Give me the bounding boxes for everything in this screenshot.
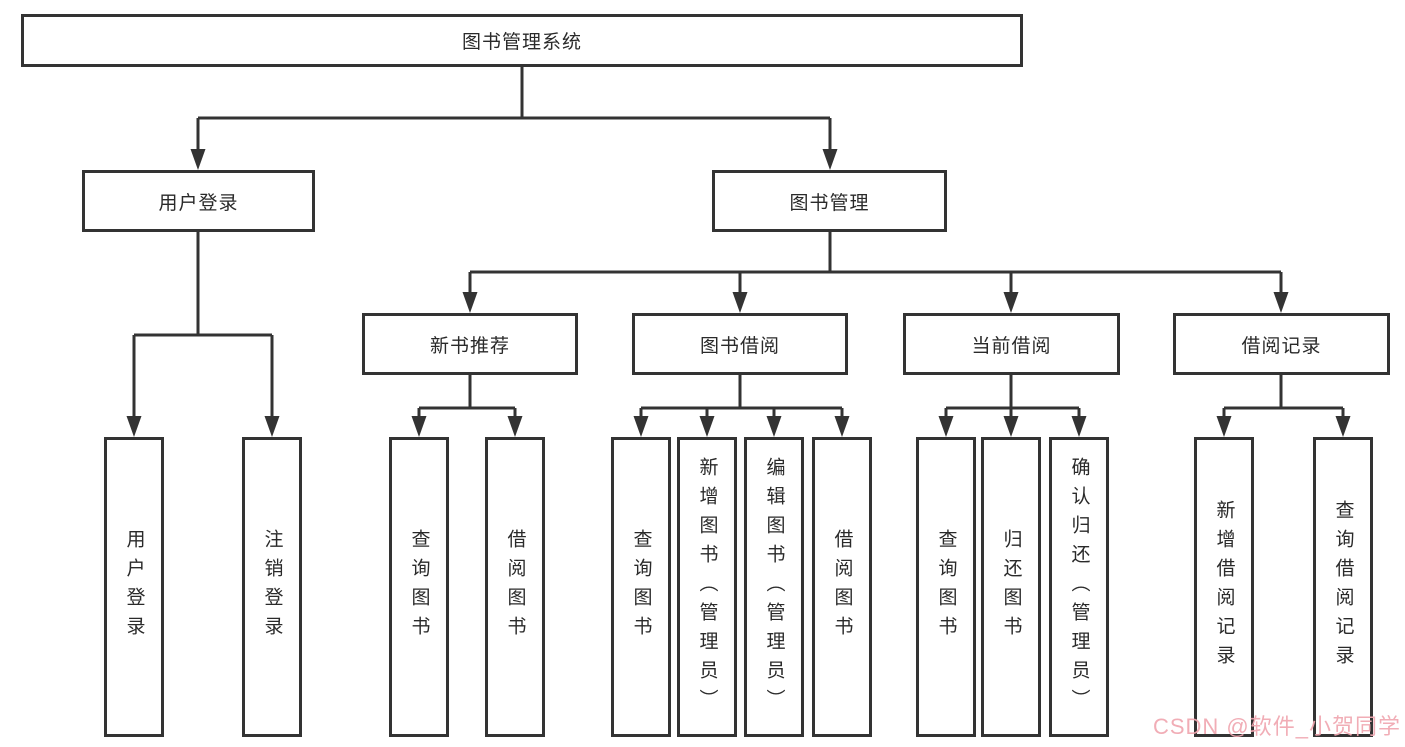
leaf-borrow-books: 借阅图书	[812, 437, 872, 737]
leaf-label: 查询图书	[630, 529, 652, 645]
leaf-label: 查询图书	[935, 529, 957, 645]
leaf-query-books: 查询图书	[916, 437, 976, 737]
leaf-label: 编辑图书（管理员）	[763, 456, 785, 718]
leaf-label: 注销登录	[261, 529, 283, 645]
leaf-query-borrow-record: 查询借阅记录	[1313, 437, 1373, 737]
node-book-borrowing: 图书借阅	[632, 313, 848, 375]
node-label: 用户登录	[158, 192, 239, 214]
leaf-borrow-books: 借阅图书	[485, 437, 545, 737]
leaf-label: 确认归还（管理员）	[1068, 456, 1090, 718]
leaf-label: 新增图书（管理员）	[696, 456, 718, 718]
leaf-label: 借阅图书	[504, 529, 526, 645]
node-new-book-recommend: 新书推荐	[362, 313, 578, 375]
node-label: 当前借阅	[971, 335, 1052, 357]
leaf-edit-books-admin: 编辑图书（管理员）	[744, 437, 804, 737]
leaf-label: 归还图书	[1000, 529, 1022, 645]
leaf-query-books: 查询图书	[389, 437, 449, 737]
leaf-add-books-admin: 新增图书（管理员）	[677, 437, 737, 737]
node-current-borrowing: 当前借阅	[903, 313, 1120, 375]
node-label: 图书管理系统	[461, 32, 582, 53]
node-book-management: 图书管理	[712, 170, 947, 232]
leaf-label: 用户登录	[123, 529, 145, 645]
leaf-label: 查询借阅记录	[1332, 500, 1354, 674]
node-borrowing-records: 借阅记录	[1173, 313, 1390, 375]
node-root-library-system: 图书管理系统	[21, 14, 1023, 67]
leaf-label: 查询图书	[408, 529, 430, 645]
node-user-login: 用户登录	[82, 170, 315, 232]
leaf-user-login: 用户登录	[104, 437, 164, 737]
node-label: 借阅记录	[1241, 335, 1322, 357]
node-label: 新书推荐	[429, 335, 510, 357]
leaf-label: 新增借阅记录	[1213, 500, 1235, 674]
leaf-query-books: 查询图书	[611, 437, 671, 737]
node-label: 图书借阅	[699, 335, 780, 357]
leaf-confirm-return-admin: 确认归还（管理员）	[1049, 437, 1109, 737]
leaf-label: 借阅图书	[831, 529, 853, 645]
leaf-return-books: 归还图书	[981, 437, 1041, 737]
leaf-logout: 注销登录	[242, 437, 302, 737]
leaf-add-borrow-record: 新增借阅记录	[1194, 437, 1254, 737]
node-label: 图书管理	[789, 192, 870, 214]
